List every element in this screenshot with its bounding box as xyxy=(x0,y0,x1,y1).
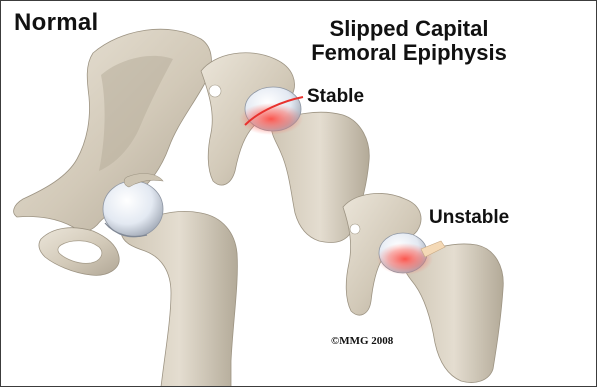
unstable-label: Unstable xyxy=(429,207,509,229)
normal-hip xyxy=(14,29,238,386)
stable-scfe-hip xyxy=(201,53,369,243)
unstable-pelvis-hole xyxy=(350,224,360,234)
copyright-text: ©MMG 2008 xyxy=(331,335,393,347)
normal-label: Normal xyxy=(14,9,99,37)
title-line-2: Femoral Epiphysis xyxy=(288,41,530,65)
normal-femoral-head xyxy=(103,181,163,237)
normal-femur xyxy=(121,211,237,386)
title-line-1: Slipped Capital xyxy=(288,17,530,41)
diagram-title: Slipped Capital Femoral Epiphysis xyxy=(288,17,530,65)
stable-label: Stable xyxy=(307,86,364,108)
stable-pelvis-hole xyxy=(209,85,221,97)
